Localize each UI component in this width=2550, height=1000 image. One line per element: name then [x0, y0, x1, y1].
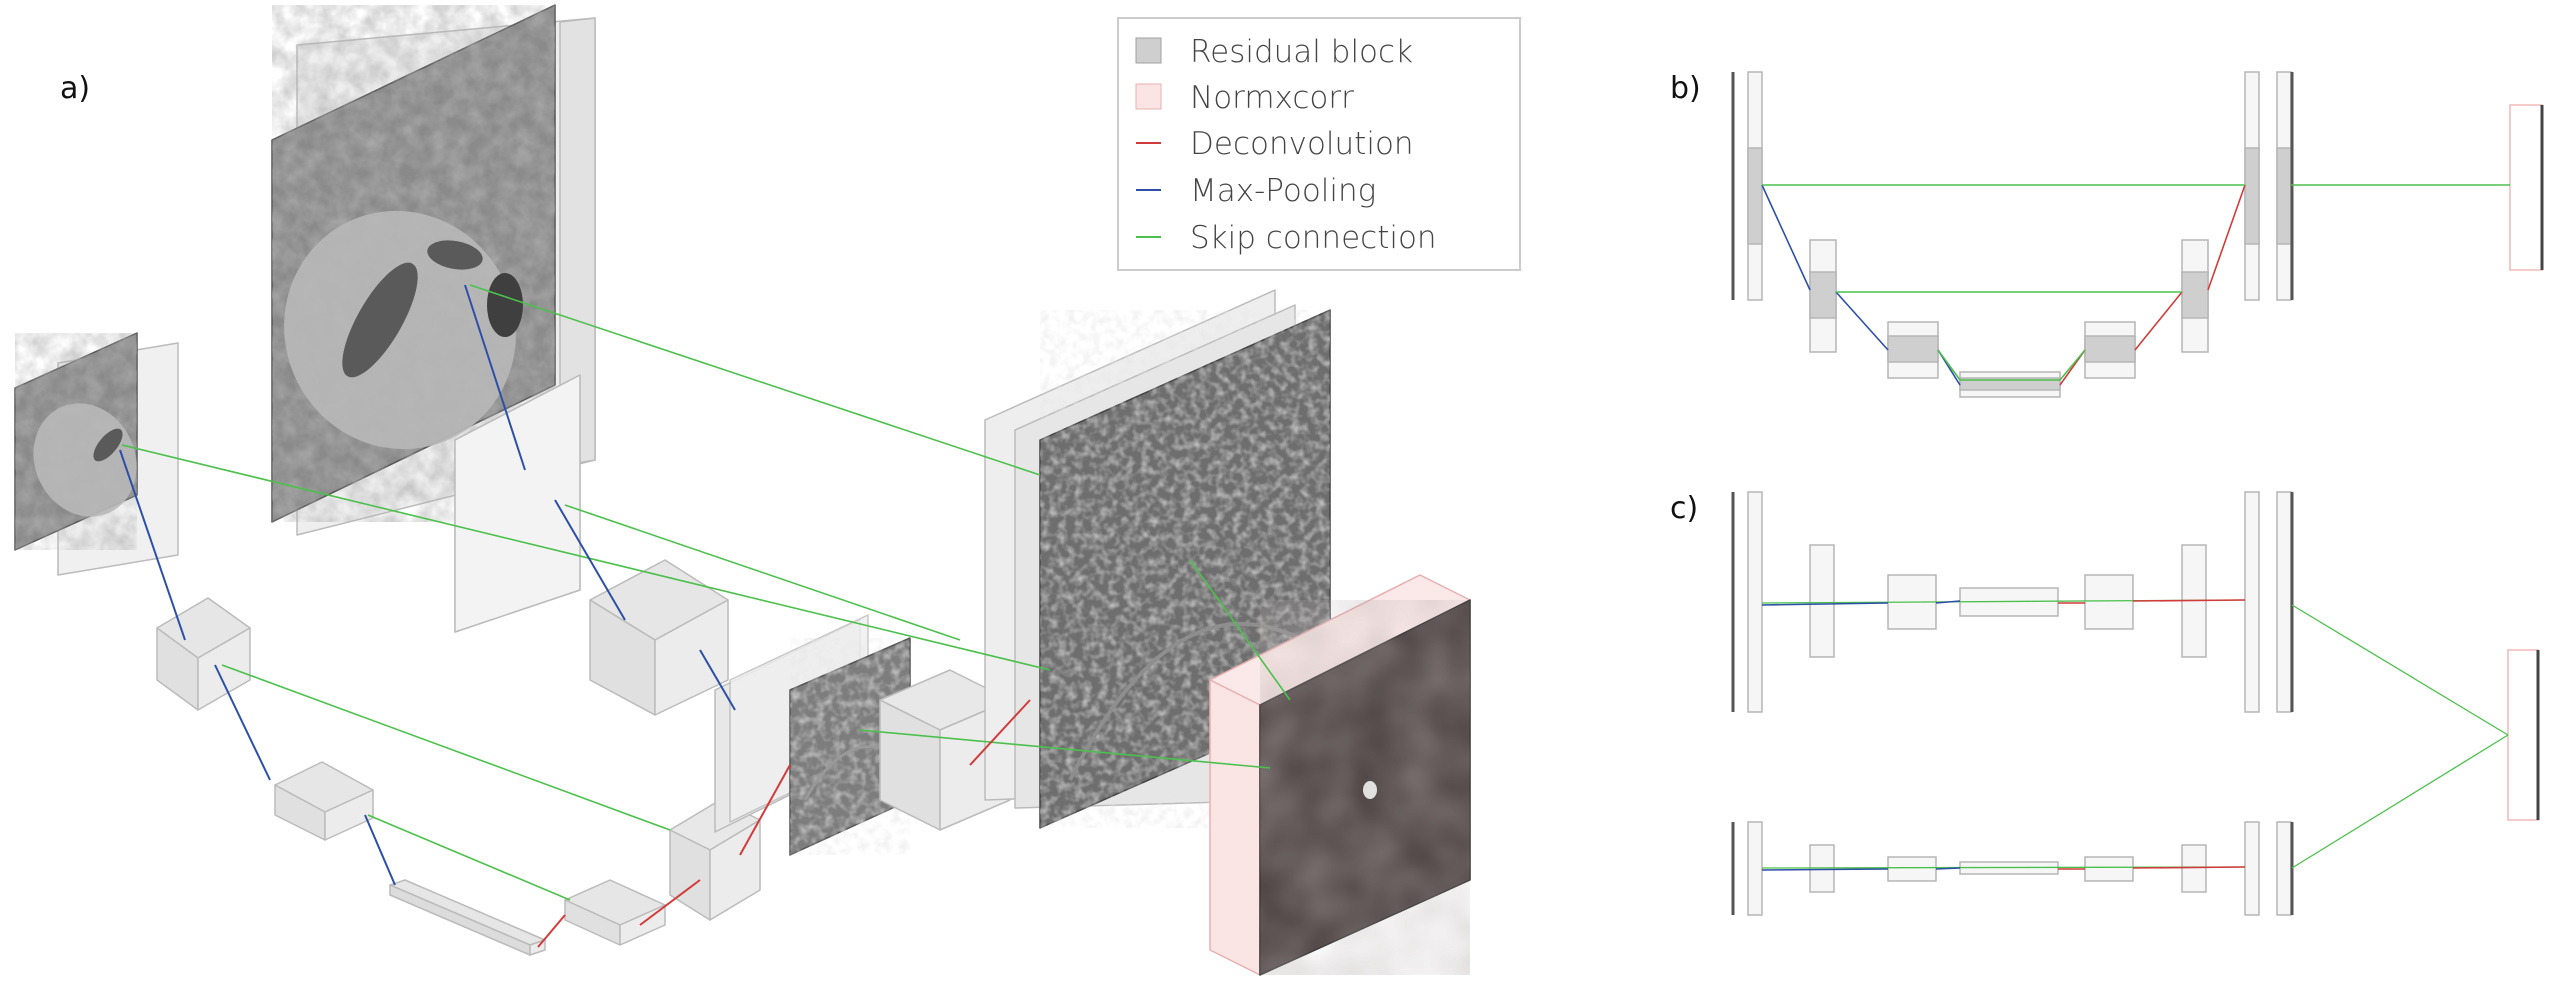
b-dec-3-res: [2084, 335, 2136, 363]
panel-label-b: b): [1670, 71, 1701, 106]
c-normxcorr: [2507, 649, 2539, 821]
em-image-left: [14, 332, 138, 551]
em-image-top: [271, 4, 556, 523]
bottleneck-block: [389, 879, 546, 956]
c-skip-bottom: [2291, 734, 2509, 869]
encoder-block-1: [454, 374, 581, 633]
legend: Residual block Normxcorr Deconvolution M…: [1117, 17, 1521, 271]
legend-swatch-normxcorr: [1135, 83, 1162, 110]
panel-c: [1731, 491, 2540, 916]
b-enc-1-res: [1747, 147, 1763, 245]
block-top-side: [559, 17, 596, 467]
panel-a: [14, 4, 1471, 976]
legend-label-residual: Residual block: [1190, 34, 1413, 70]
b-dec-1-res: [2244, 147, 2260, 245]
legend-frame: [1117, 17, 1521, 271]
c-top-branch: [1731, 491, 2294, 713]
b-normxcorr: [2509, 104, 2543, 271]
skip-connections-a: [121, 284, 1291, 901]
decoder-block-1: [564, 879, 666, 946]
maxpool-connections-a: [119, 284, 736, 886]
b-enc-2-res: [1809, 271, 1837, 319]
panel-label-c: c): [1670, 491, 1698, 526]
panel-b: [1731, 71, 2544, 398]
encoder-block-3: [156, 597, 251, 711]
b-enc-3-res: [1887, 335, 1939, 363]
c-skip-top: [2291, 604, 2509, 736]
output-image: [1259, 599, 1471, 976]
encoder-block-2: [589, 559, 729, 716]
legend-swatch-residual: [1135, 37, 1162, 64]
b-skip-lines: [1762, 184, 2510, 381]
legend-label-normxcorr: Normxcorr: [1190, 80, 1354, 116]
b-dec-2-res: [2181, 271, 2209, 319]
normxcorr-block: [1209, 574, 1471, 976]
deconv-connections-a: [537, 699, 1031, 948]
c-bottom-branch: [1731, 821, 2294, 916]
encoder-block-4: [274, 761, 374, 841]
legend-label-deconvolution: Deconvolution: [1190, 126, 1414, 162]
legend-label-maxpool: Max-Pooling: [1190, 173, 1376, 209]
b-out-res: [2276, 147, 2292, 245]
legend-label-skip: Skip connection: [1190, 220, 1437, 256]
panel-label-a: a): [60, 71, 90, 106]
